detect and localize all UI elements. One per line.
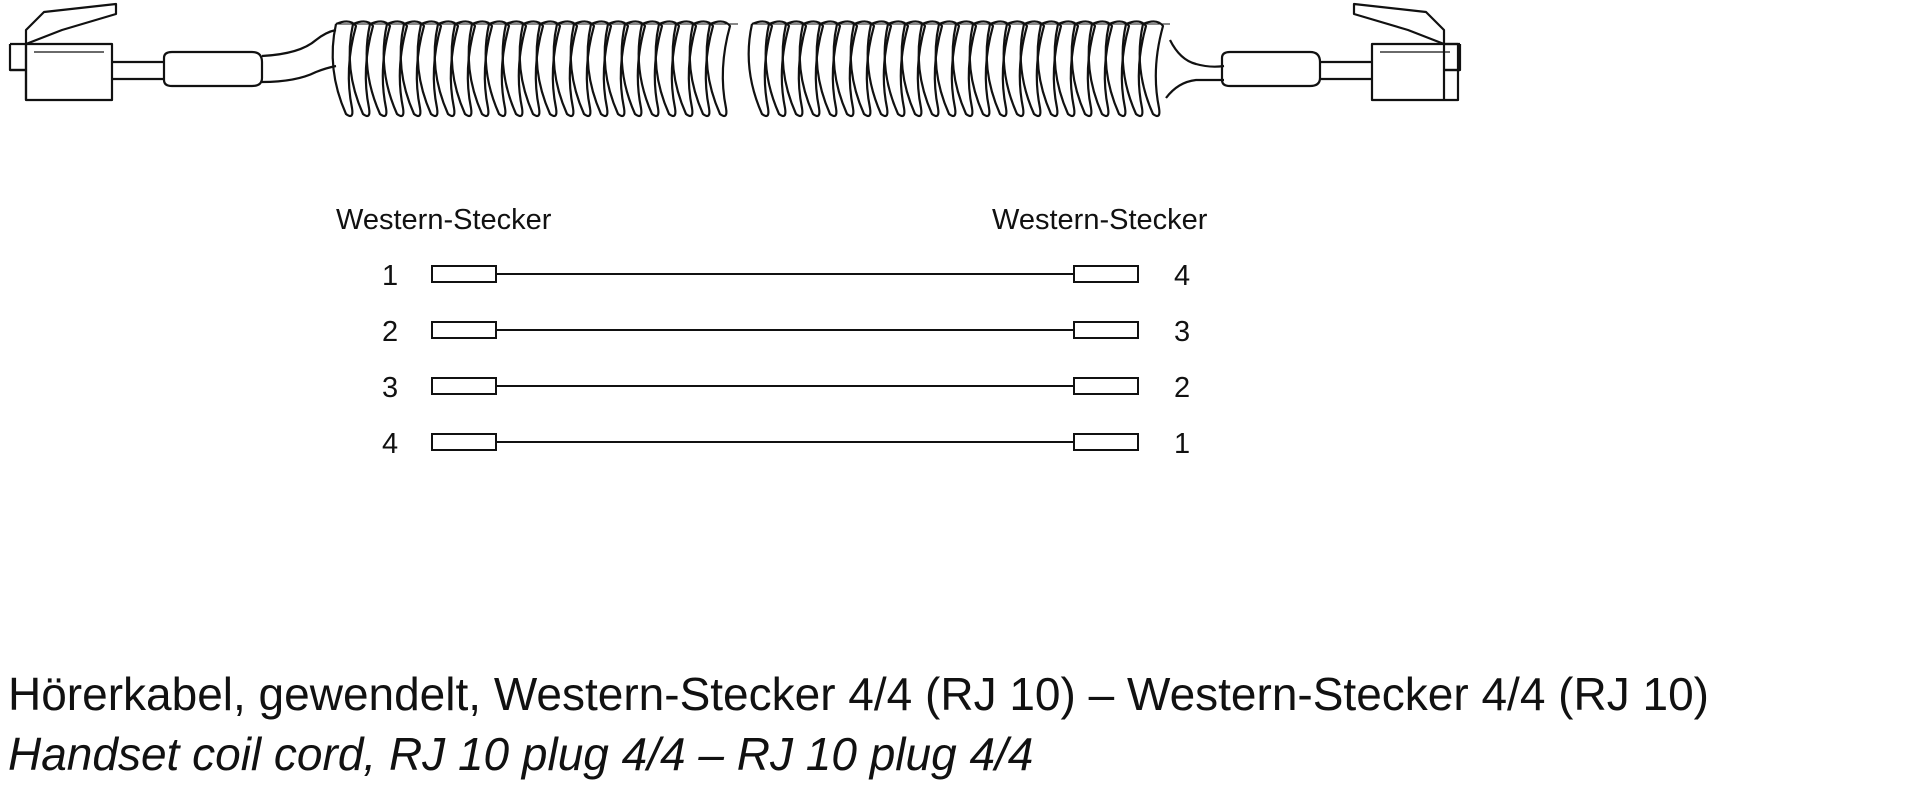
left-rj-plug-icon [8,2,118,102]
right-pin-contact [1073,377,1139,395]
caption-german: Hörerkabel, gewendelt, Western-Stecker 4… [8,668,1709,720]
right-strain-relief [1220,50,1322,88]
coil-loop [747,20,774,118]
right-connector-label: Western-Stecker [992,204,1208,236]
left-strain-relief [162,50,264,88]
coil-loop [331,20,358,118]
right-pin-label: 4 [1174,260,1190,292]
left-cable-transition [261,28,337,84]
right-pin-contact [1073,265,1139,283]
left-pin-label: 3 [382,372,398,404]
right-pin-label: 3 [1174,316,1190,348]
left-pin-contact [431,265,497,283]
wiring-schematic: 1 4 2 3 3 2 4 1 [382,260,1190,460]
right-rj-plug-icon [1352,2,1462,102]
right-pin-label: 2 [1174,372,1190,404]
left-connector-label: Western-Stecker [336,204,552,236]
right-pin-contact [1073,321,1139,339]
left-pin-label: 2 [382,316,398,348]
left-pin-contact [431,377,497,395]
left-pin-label: 4 [382,428,398,460]
right-pin-label: 1 [1174,428,1190,460]
left-coil-segment [331,20,738,118]
caption-english: Handset coil cord, RJ 10 plug 4/4 – RJ 1… [8,728,1034,780]
coil-loop [705,20,732,118]
right-pin-contact [1073,433,1139,451]
right-cable-leads [1320,60,1372,81]
left-pin-contact [431,321,497,339]
right-cable-transition [1165,39,1225,99]
left-pin-contact [431,433,497,451]
left-cable-leads [112,60,164,81]
coil-loop [1138,20,1165,118]
coil-cord-illustration [8,2,1462,118]
left-pin-label: 1 [382,260,398,292]
right-coil-segment [747,20,1170,118]
